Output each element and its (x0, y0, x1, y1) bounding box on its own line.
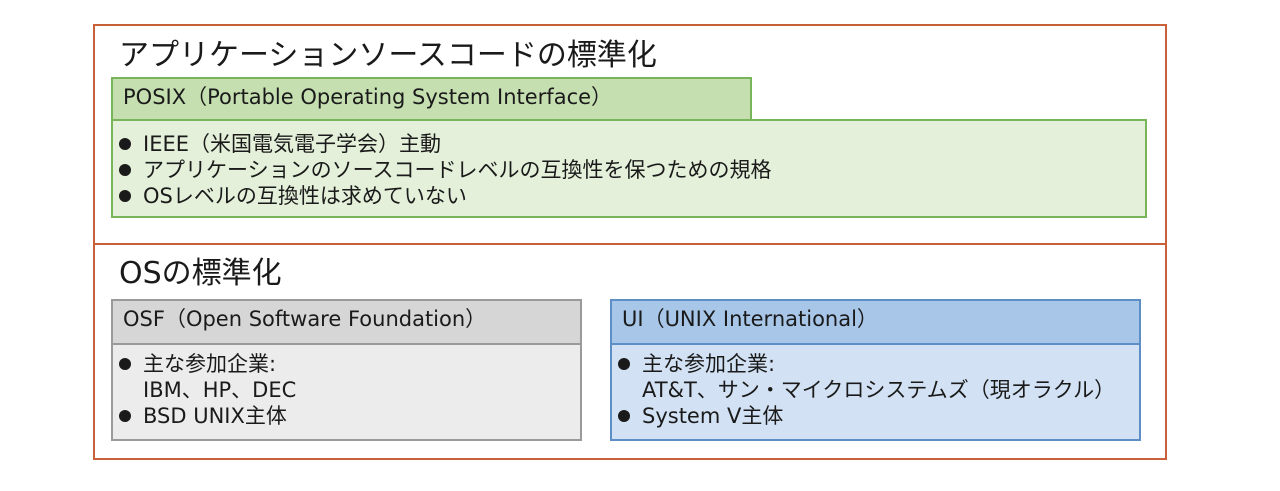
bullet-icon (119, 358, 131, 370)
outer-frame: アプリケーションソースコードの標準化 POSIX（Portable Operat… (93, 24, 1167, 460)
list-item: IEEE（米国電気電子学会）主動 (113, 131, 1145, 157)
list-item: OSレベルの互換性は求めていない (113, 183, 1145, 209)
list-item: 主な参加企業:AT&T、サン・マイクロシステムズ（現オラクル） (612, 351, 1139, 403)
list-item: System V主体 (612, 403, 1139, 429)
osf-box: 主な参加企業:IBM、HP、DEC BSD UNIX主体 (111, 343, 582, 441)
osf-bullet-list: 主な参加企業:IBM、HP、DEC BSD UNIX主体 (113, 351, 580, 429)
posix-bullet-list: IEEE（米国電気電子学会）主動 アプリケーションのソースコードレベルの互換性を… (113, 131, 1145, 209)
bullet-icon (119, 190, 131, 202)
bullet-icon (119, 410, 131, 422)
posix-tab: POSIX（Portable Operating System Interfac… (111, 77, 752, 121)
bullet-icon (618, 358, 630, 370)
posix-section-title: アプリケーションソースコードの標準化 (119, 38, 657, 73)
bullet-icon (119, 138, 131, 150)
list-item: BSD UNIX主体 (113, 403, 580, 429)
os-section-title: OSの標準化 (119, 256, 282, 291)
bullet-icon (119, 164, 131, 176)
ui-bullet-list: 主な参加企業:AT&T、サン・マイクロシステムズ（現オラクル） System V… (612, 351, 1139, 429)
posix-box: IEEE（米国電気電子学会）主動 アプリケーションのソースコードレベルの互換性を… (111, 119, 1147, 218)
list-item: 主な参加企業:IBM、HP、DEC (113, 351, 580, 403)
ui-box: 主な参加企業:AT&T、サン・マイクロシステムズ（現オラクル） System V… (610, 343, 1141, 441)
section-divider (95, 243, 1165, 245)
ui-tab: UI（UNIX International） (610, 299, 1141, 345)
list-item: アプリケーションのソースコードレベルの互換性を保つための規格 (113, 157, 1145, 183)
bullet-icon (618, 410, 630, 422)
osf-tab: OSF（Open Software Foundation） (111, 299, 582, 345)
